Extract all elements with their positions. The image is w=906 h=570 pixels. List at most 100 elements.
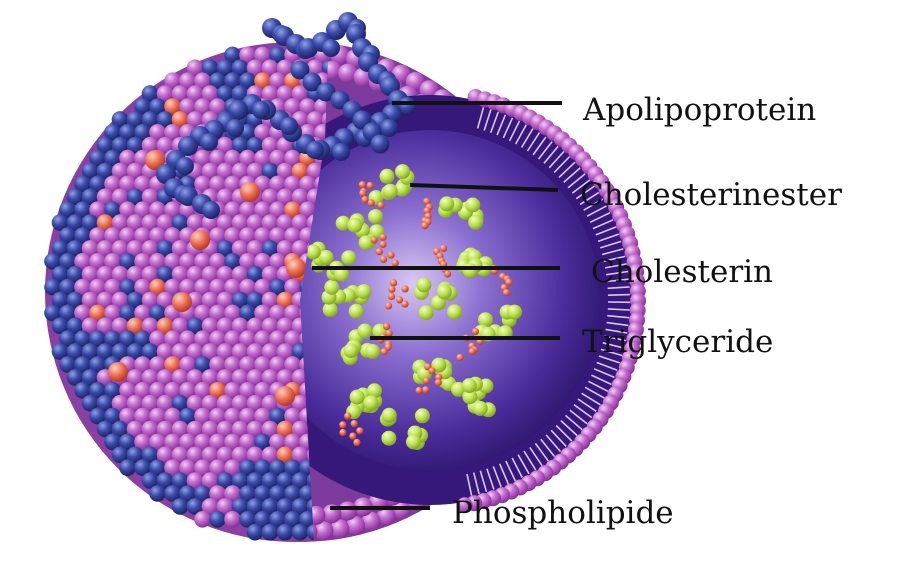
cholesteryl-ester-bead [368, 209, 383, 224]
triglyceride-bead [421, 222, 428, 229]
lipoprotein-particle [44, 12, 646, 542]
cholesteryl-ester-bead [382, 408, 397, 423]
triglyceride-bead [428, 367, 435, 374]
triglyceride-bead [344, 413, 351, 420]
triglyceride-bead [381, 348, 388, 355]
triglyceride-bead [456, 354, 463, 361]
cholesteryl-ester-bead [350, 390, 365, 405]
cholesteryl-ester-bead [365, 344, 380, 359]
apolipoprotein-bead [202, 201, 220, 219]
cholesteryl-ester-bead [364, 395, 379, 410]
triglyceride-bead [505, 279, 512, 286]
triglyceride-bead [440, 245, 447, 252]
cholesteryl-ester-bead [463, 263, 478, 278]
apolipoprotein-bead [172, 498, 189, 515]
triglyceride-bead [388, 293, 395, 300]
triglyceride-bead [351, 420, 358, 427]
label-phospholipide: Phospholipide [452, 495, 674, 531]
triglyceride-bead [377, 202, 384, 209]
cholesterol-molecule [275, 386, 295, 406]
cholesteryl-ester-bead [324, 280, 339, 295]
apolipoprotein-bead [306, 141, 324, 159]
triglyceride-bead [359, 190, 366, 197]
cholesteryl-ester-bead [473, 401, 488, 416]
cholesteryl-ester-bead [356, 284, 371, 299]
apolipoprotein-bead [332, 143, 350, 161]
triglyceride-bead [422, 386, 429, 393]
triglyceride-bead [472, 328, 479, 335]
phospholipid-head [224, 511, 241, 528]
triglyceride-bead [339, 429, 346, 436]
triglyceride-bead [367, 182, 374, 189]
cholesteryl-ester-bead [437, 284, 452, 299]
triglyceride-bead [392, 260, 399, 267]
triglyceride-bead [388, 286, 395, 293]
triglyceride-bead [390, 279, 397, 286]
apolipoprotein-bead [149, 485, 166, 502]
triglyceride-bead [359, 181, 366, 188]
apolipoprotein-bead [292, 524, 309, 541]
apolipoprotein-bead [226, 119, 244, 137]
cholesteryl-ester-bead [347, 218, 362, 233]
cholesterol-molecule [286, 258, 306, 278]
apolipoprotein-bead [371, 135, 390, 154]
triglyceride-bead [339, 421, 346, 428]
apolipoprotein-bead [322, 39, 340, 57]
cholesteryl-ester-bead [415, 408, 430, 423]
cholesteryl-ester-bead [380, 169, 395, 184]
cholesteryl-ester-bead [359, 235, 374, 250]
cholesterol-molecule [240, 182, 260, 202]
triglyceride-bead [415, 387, 422, 394]
cholesteryl-ester-bead [406, 434, 421, 449]
cholesteryl-ester-bead [462, 378, 477, 393]
triglyceride-bead [368, 199, 375, 206]
apolipoprotein-bead [252, 101, 270, 119]
phospholipid-head [194, 511, 211, 528]
cholesterol-molecule [172, 292, 192, 312]
triglyceride-bead [361, 196, 368, 203]
cholesteryl-ester-bead [468, 215, 483, 230]
triglyceride-bead [385, 302, 392, 309]
phospholipid-tail [608, 309, 630, 310]
cholesteryl-ester-bead [507, 305, 522, 320]
cholesteryl-ester-bead [349, 304, 364, 319]
triglyceride-bead [349, 433, 356, 440]
triglyceride-bead [386, 330, 393, 337]
apolipoprotein-bead [176, 157, 194, 175]
apolipoprotein-bead [209, 511, 226, 528]
apolipoprotein-bead [262, 524, 279, 541]
cholesterol-molecule [190, 230, 210, 250]
cholesteryl-ester-bead [383, 184, 398, 199]
cholesteryl-ester-bead [381, 431, 396, 446]
cholesteryl-ester-bead [395, 164, 410, 179]
cholesteryl-ester-bead [439, 196, 454, 211]
triglyceride-bead [401, 301, 408, 308]
triglyceride-bead [402, 285, 409, 292]
triglyceride-bead [503, 289, 510, 296]
cholesteryl-ester-bead [419, 305, 434, 320]
apolipoprotein-bead [380, 119, 398, 137]
triglyceride-bead [388, 252, 395, 259]
triglyceride-bead [444, 270, 451, 277]
apolipoprotein-bead [280, 117, 298, 135]
triglyceride-bead [469, 348, 476, 355]
triglyceride-bead [353, 439, 360, 446]
label-apolipoprotein: Apolipoprotein [582, 92, 816, 128]
cholesteryl-ester-bead [447, 305, 462, 320]
triglyceride-bead [371, 236, 378, 243]
cholesteryl-ester-bead [416, 278, 431, 293]
cholesteryl-ester-bead [465, 198, 480, 213]
triglyceride-bead [380, 256, 387, 263]
cholesteryl-ester-bead [341, 250, 356, 265]
triglyceride-bead [356, 427, 363, 434]
apolipoprotein-bead [119, 459, 136, 476]
label-triglyceride: Triglyceride [582, 324, 773, 360]
triglyceride-bead [376, 248, 383, 255]
cholesteryl-ester-bead [344, 343, 359, 358]
label-cholesterinester: Cholesterinester [580, 177, 842, 213]
phospholipid-tail [608, 295, 630, 296]
label-cholesterin: Cholesterin [591, 254, 773, 290]
cholesteryl-ester-bead [319, 250, 334, 265]
triglyceride-bead [380, 234, 387, 241]
